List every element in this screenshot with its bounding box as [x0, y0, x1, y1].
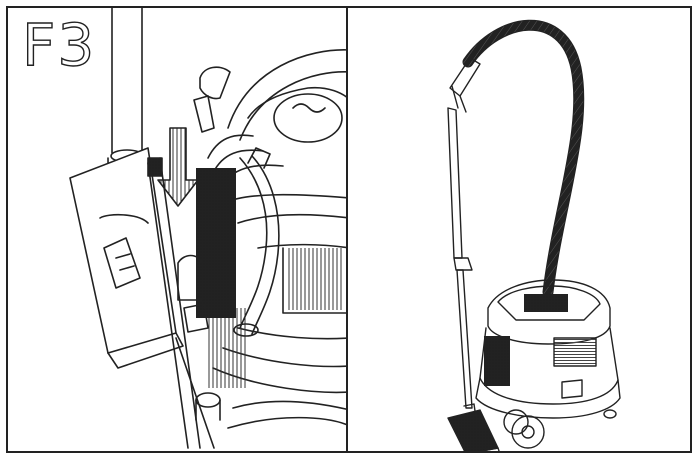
wheels: [503, 409, 617, 449]
fullview-panel: [346, 6, 692, 453]
wand: [447, 57, 481, 409]
support-rail: [147, 157, 215, 449]
floor-nozzle-full: [447, 403, 500, 451]
vacuum-canister: [475, 279, 621, 419]
vacuum-body-closeup: [195, 49, 346, 429]
closeup-drawing: [69, 8, 346, 449]
hose-lines: [233, 147, 280, 337]
step-label: F3: [21, 11, 97, 79]
floor-nozzle: [69, 147, 184, 369]
nozzle-part: [193, 66, 231, 133]
fullview-drawing: [447, 19, 621, 451]
flexible-hose: [462, 19, 585, 298]
down-arrow-icon: [157, 127, 199, 207]
closeup-panel: F3: [6, 6, 348, 453]
